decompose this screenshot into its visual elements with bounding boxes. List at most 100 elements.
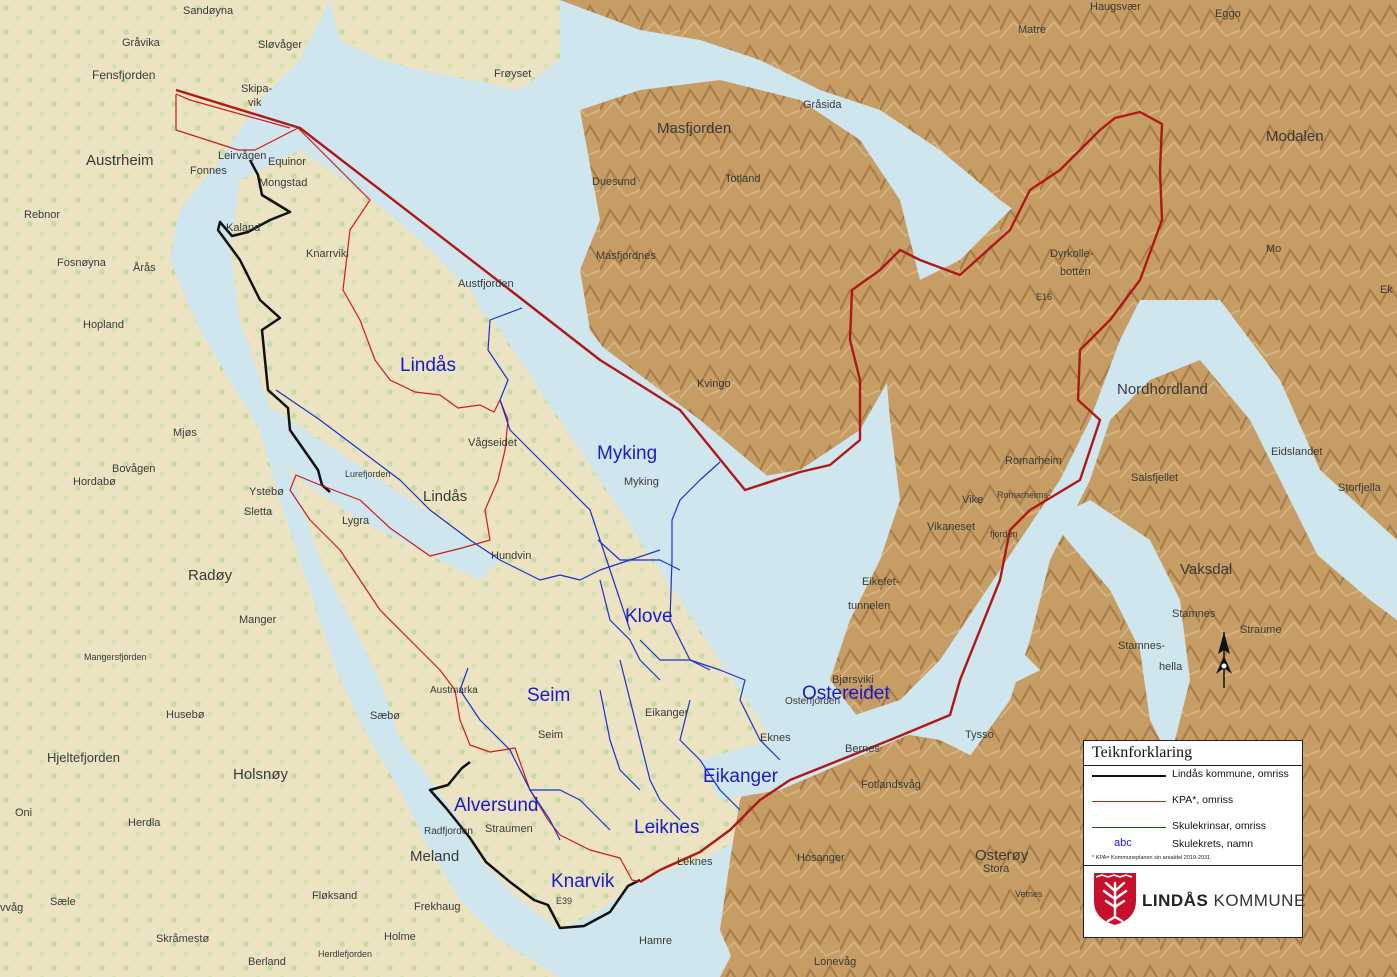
- krets-label-seim: Seim: [527, 685, 570, 706]
- regional-boundary: [175, 88, 1164, 884]
- krets-label-klove: Klove: [625, 606, 673, 627]
- place-label: Oni: [15, 807, 32, 819]
- place-label: Dyrkolle-: [1050, 248, 1094, 260]
- place-label: vvåg: [0, 902, 23, 914]
- legend-row-kommune: Lindås kommune, omriss: [1084, 767, 1302, 785]
- place-label: Seim: [538, 729, 563, 741]
- place-label: Bjørsviki: [832, 674, 874, 686]
- place-label: Nordhordland: [1117, 381, 1208, 398]
- place-label: Frøyset: [494, 68, 531, 80]
- place-label: Hordabø: [73, 476, 116, 488]
- place-label: Straume: [1240, 624, 1282, 636]
- place-label: fjorden: [990, 529, 1018, 539]
- osterfjorden-water: [700, 650, 1040, 800]
- place-label: Modalen: [1266, 128, 1324, 145]
- krets-label-eikanger: Eikanger: [703, 766, 779, 787]
- place-label: Radøy: [188, 567, 233, 584]
- legend-row-krets: abc Skulekrets, namn: [1084, 837, 1302, 855]
- place-label: Austrheim: [86, 152, 154, 169]
- legend-row-kpa: KPA*, omriss: [1084, 793, 1302, 811]
- place-label: Vetnes: [1015, 889, 1043, 899]
- place-label: Leirvågen: [218, 150, 266, 162]
- legend-line-blue: [1092, 827, 1166, 828]
- place-label: Fotlandsvåg: [861, 779, 921, 791]
- place-label: botten: [1060, 266, 1091, 278]
- krets-label-myking: Myking: [597, 443, 657, 464]
- nordhordland-peninsula: [830, 130, 1170, 720]
- place-label: Straumen: [485, 823, 533, 835]
- place-label: Eknes: [760, 732, 791, 744]
- osteroy-island: [720, 730, 1000, 977]
- place-label: Gråsida: [803, 99, 842, 111]
- krets-label-lindas: Lindås: [400, 355, 456, 376]
- place-label: Ek: [1380, 284, 1393, 296]
- place-label: Myking: [624, 476, 659, 488]
- place-label: Kvingo: [697, 378, 731, 390]
- place-label: Vågseidet: [468, 437, 517, 449]
- place-label: Fensfjorden: [92, 68, 155, 82]
- western-islands: [0, 0, 560, 977]
- place-label: Romarheims-: [997, 490, 1051, 500]
- place-label: Hjeltefjorden: [47, 750, 120, 765]
- place-label: Storfjella: [1338, 482, 1382, 494]
- place-label: Osterfjorden: [785, 696, 840, 707]
- place-label: Vike: [962, 494, 983, 506]
- place-label: Gråvika: [122, 37, 161, 49]
- place-label: Austmarka: [430, 685, 478, 696]
- place-label: Lurefjorden: [345, 469, 391, 479]
- place-label: Herdlefjorden: [318, 949, 372, 959]
- place-label: Frekhaug: [414, 901, 460, 913]
- place-label: Stamnes-: [1118, 640, 1165, 652]
- place-label: Lonevåg: [814, 956, 856, 968]
- krets-label-alversund: Alversund: [454, 795, 539, 816]
- place-label: Totland: [725, 173, 760, 185]
- kpa-outline: [175, 94, 643, 883]
- lurefjorden-water: [260, 400, 500, 580]
- masfjorden-land: [580, 80, 920, 480]
- place-label: Sæbø: [370, 710, 400, 722]
- legend: Teiknforklaring Lindås kommune, omriss K…: [1083, 740, 1305, 938]
- legend-line-red: [1092, 801, 1166, 802]
- place-label: Kaland: [226, 222, 260, 234]
- legend-label: Skulekrinsar, omriss: [1172, 820, 1266, 832]
- place-label: Manger: [239, 614, 277, 626]
- place-label: Bovågen: [112, 463, 155, 475]
- legend-title: Teiknforklaring: [1092, 744, 1193, 761]
- place-label: Hosanger: [797, 852, 845, 864]
- place-label: Matre: [1018, 24, 1046, 36]
- road-label: E39: [556, 896, 572, 906]
- place-label: Duesund: [592, 176, 636, 188]
- place-label: Sæle: [50, 896, 76, 908]
- lindas-coat-of-arms-icon: [1092, 871, 1138, 932]
- place-label: Holsnøy: [233, 766, 289, 783]
- place-label: Eidslandet: [1271, 446, 1322, 458]
- place-label: Stamnes: [1172, 608, 1216, 620]
- place-label: tunnelen: [848, 600, 890, 612]
- legend-label: Skulekrets, namn: [1172, 838, 1254, 850]
- place-label: Meland: [410, 848, 459, 865]
- place-label: Fosnøyna: [57, 257, 107, 269]
- place-label: Mongstad: [259, 177, 307, 189]
- place-label: Leknes: [677, 856, 713, 868]
- legend-sample-text: abc: [1114, 837, 1132, 849]
- place-label: Masfjorden: [657, 120, 731, 137]
- place-label: Rebnor: [24, 209, 60, 221]
- place-label: Fonnes: [190, 165, 227, 177]
- place-label: Holme: [384, 931, 416, 943]
- place-label: hella: [1159, 661, 1183, 673]
- place-label: Skråmestø: [156, 933, 209, 945]
- place-label: Vikaneset: [927, 521, 975, 533]
- place-label: Romarheim: [1005, 455, 1062, 467]
- place-label: Tysso: [965, 729, 994, 741]
- place-label: Eikefet-: [862, 576, 900, 588]
- legend-label: Lindås kommune, omriss: [1172, 768, 1289, 780]
- place-label: Hundvin: [491, 550, 531, 562]
- place-label: Skipa-: [241, 83, 273, 95]
- place-label: Eikanger: [645, 707, 689, 719]
- place-label: Knarrviki: [306, 248, 349, 260]
- place-label: Radfjorden: [424, 826, 473, 837]
- place-label: Fløksand: [312, 890, 357, 902]
- place-label: Salsfjellet: [1131, 472, 1178, 484]
- place-label: Bernes: [845, 743, 880, 755]
- place-label: Osterøy: [975, 847, 1029, 864]
